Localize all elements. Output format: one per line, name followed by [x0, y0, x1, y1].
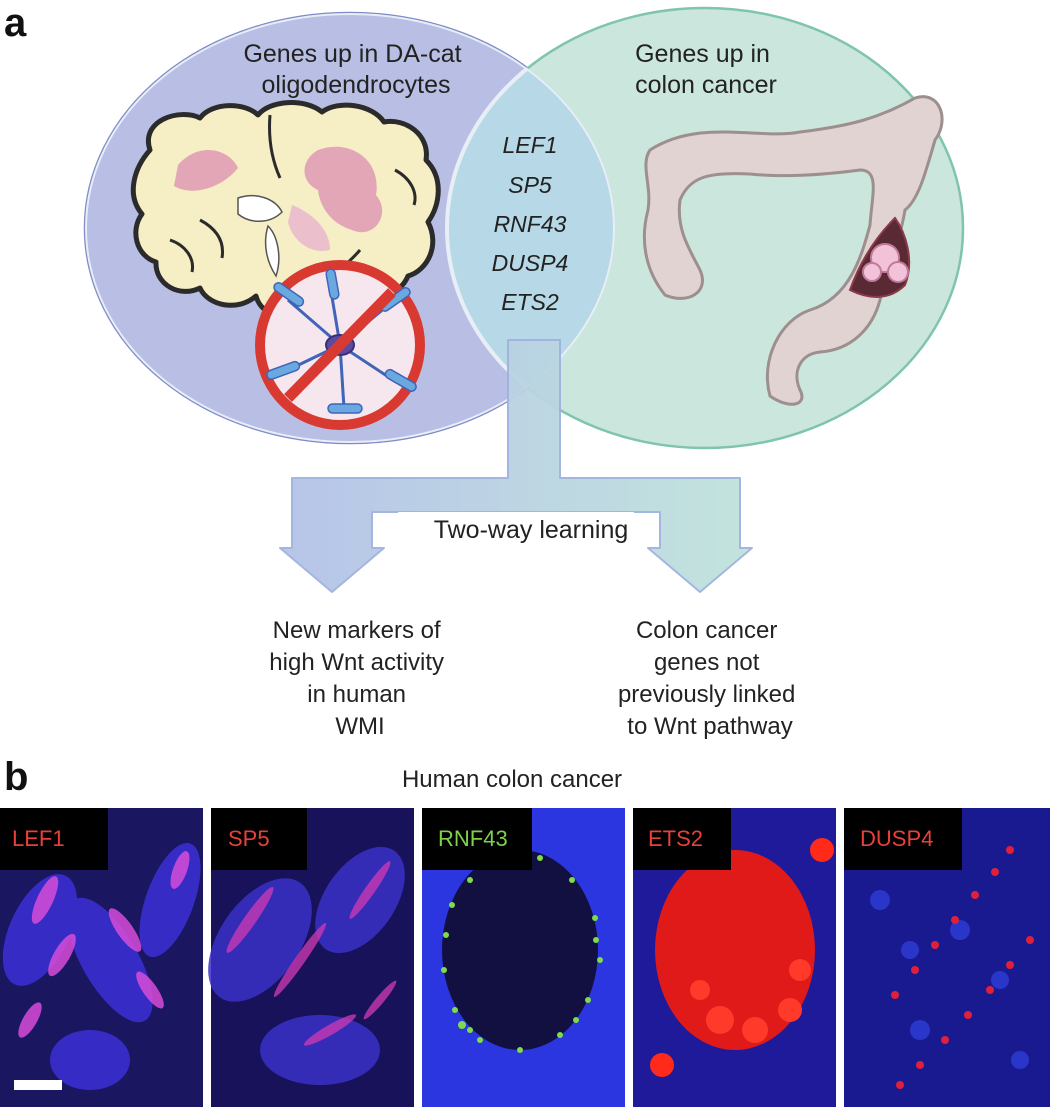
left-circle-label: Genes up in DA-cat oligodendrocytes: [243, 40, 468, 99]
gene-label: DUSP4: [492, 250, 569, 276]
outcome-right-text: Colon cancer genes not previously linked…: [618, 617, 802, 740]
gene-label: LEF1: [503, 132, 558, 158]
micrograph-label: DUSP4: [860, 826, 933, 851]
micrograph-sp5: SP5: [208, 808, 414, 1107]
micrograph-label: LEF1: [12, 826, 65, 851]
micrograph-dusp4: DUSP4: [844, 808, 1050, 1107]
arrow-label: Two-way learning: [434, 516, 629, 544]
scale-bar: [14, 1080, 62, 1090]
micrograph-lef1: LEF1: [0, 808, 203, 1107]
gene-label: ETS2: [501, 289, 559, 315]
outcome-left-text: New markers of high Wnt activity in huma…: [269, 617, 450, 740]
two-way-arrow: [279, 339, 753, 593]
brain-illustration: [130, 100, 441, 316]
gene-label: SP5: [508, 172, 552, 198]
overlap-gene-list: LEF1 SP5 RNF43 DUSP4 ETS2: [492, 132, 569, 315]
micrograph-label: SP5: [228, 826, 270, 851]
panel-b-title: Human colon cancer: [402, 766, 622, 793]
gene-label: RNF43: [494, 211, 567, 237]
right-circle-label: Genes up in colon cancer: [635, 40, 777, 99]
prohibited-oligodendrocyte-icon: [255, 260, 425, 430]
panel-b-letter: b: [4, 755, 28, 799]
micrograph-label: ETS2: [648, 826, 703, 851]
colon-illustration: [642, 95, 944, 406]
micrograph-rnf43: RNF43: [422, 808, 625, 1107]
micrograph-ets2: ETS2: [633, 808, 836, 1107]
panel-a-letter: a: [4, 1, 27, 45]
micrograph-label: RNF43: [438, 826, 508, 851]
